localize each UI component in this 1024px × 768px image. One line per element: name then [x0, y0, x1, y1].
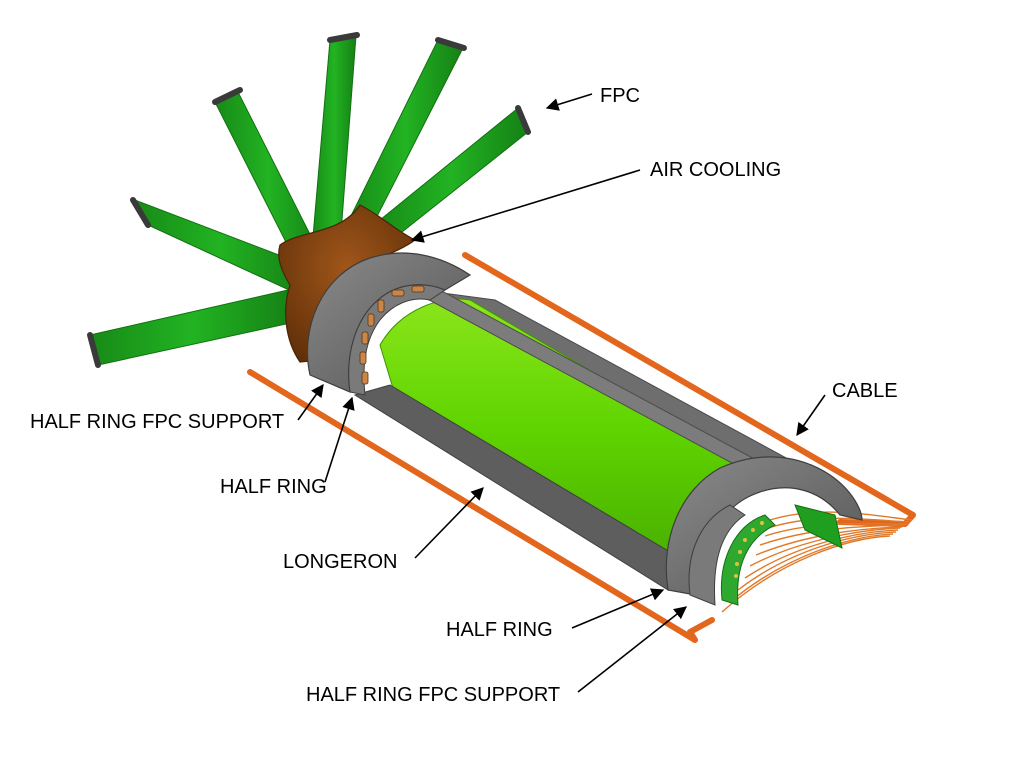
- leader-fpc: [545, 93, 593, 111]
- ring-slots-left: [359, 285, 425, 385]
- end-pcb-contacts: [734, 521, 764, 578]
- leader-air-cooling: [410, 169, 641, 243]
- fpc-tip-6: [515, 105, 531, 135]
- leader-half-ring-right: [571, 588, 665, 629]
- label-half-ring-right: HALF RING: [446, 619, 553, 641]
- leader-cable: [796, 394, 826, 437]
- fpc-tip-1: [87, 332, 101, 368]
- label-air-cooling: AIR COOLING: [650, 159, 781, 181]
- fpc-strip-1: [89, 289, 296, 366]
- label-longeron: LONGERON: [283, 551, 397, 573]
- fpc-tip-2: [130, 197, 151, 228]
- half-ring-right: [665, 456, 863, 599]
- label-half-ring-fpc-support-left: HALF RING FPC SUPPORT: [30, 411, 284, 433]
- fpc-tip-3: [212, 87, 243, 105]
- labels: FPC AIR COOLING CABLE HALF RING FPC SUPP…: [30, 85, 898, 706]
- end-fpc-strip: [794, 504, 843, 549]
- half-ring-fpc-support-left: [348, 284, 447, 396]
- fpc-group: [87, 32, 531, 368]
- barrel-assembly: [306, 252, 863, 606]
- cable-front: [247, 369, 715, 643]
- leader-half-ring-left: [324, 396, 355, 483]
- leader-half-ring-fpc-support-left: [297, 383, 324, 421]
- label-half-ring-fpc-support-right: HALF RING FPC SUPPORT: [306, 684, 560, 706]
- half-ring-fpc-support-right: [688, 504, 746, 606]
- leader-half-ring-fpc-support-right: [577, 606, 688, 693]
- end-pcb: [720, 514, 776, 606]
- leader-lines: [297, 93, 826, 693]
- leader-longeron: [414, 487, 484, 559]
- fpc-tip-4: [327, 32, 360, 43]
- label-half-ring-left: HALF RING: [220, 476, 327, 498]
- label-cable: CABLE: [832, 380, 898, 402]
- fpc-tip-5: [435, 37, 467, 51]
- cable-group: [247, 252, 916, 643]
- label-fpc: FPC: [600, 85, 640, 107]
